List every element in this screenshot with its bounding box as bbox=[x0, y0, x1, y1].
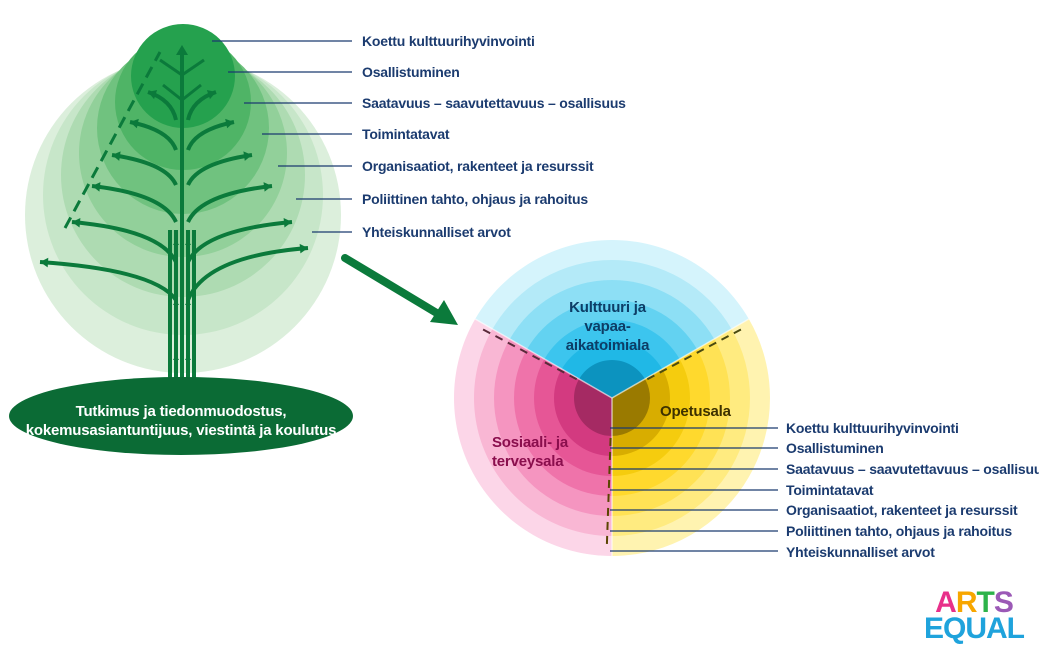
branch-arrowhead bbox=[72, 217, 81, 228]
circle-level-label: Organisaatiot, rakenteet ja resurssit bbox=[786, 502, 1018, 518]
tree-level-label: Osallistuminen bbox=[362, 64, 460, 80]
circle-level-label: Osallistuminen bbox=[786, 440, 884, 456]
branch-arrowhead bbox=[92, 182, 101, 192]
tree-level-label: Saatavuus – saavutettavuus – osallisuus bbox=[362, 95, 626, 111]
tree-branch bbox=[91, 184, 178, 223]
circle-level-label: Poliittinen tahto, ohjaus ja rahoitus bbox=[786, 523, 1012, 539]
logo-line-2: EQUAL bbox=[924, 612, 1025, 645]
branch-arrowhead bbox=[299, 243, 308, 254]
branch-arrowhead bbox=[148, 89, 158, 100]
tree-leader-lines bbox=[212, 40, 352, 233]
branch-arrowhead bbox=[225, 118, 234, 129]
sector-label-social: Sosiaali- ja terveysala bbox=[492, 434, 568, 470]
tree-branch bbox=[186, 220, 293, 263]
tree-level-label: Poliittinen tahto, ohjaus ja rahoitus bbox=[362, 191, 588, 207]
branch-arrowhead bbox=[185, 355, 191, 360]
circle-level-label: Koettu kulttuurihyvinvointi bbox=[786, 420, 959, 436]
branch-arrowhead bbox=[173, 355, 179, 360]
root-ellipse bbox=[9, 377, 353, 455]
sector-divider bbox=[611, 318, 750, 399]
tree-branch bbox=[39, 260, 178, 302]
branch-arrowhead bbox=[173, 240, 179, 245]
sector-dashed-arrow bbox=[605, 437, 612, 548]
tree-branch bbox=[186, 153, 253, 186]
connector-arrow bbox=[341, 254, 458, 325]
tree-twig bbox=[162, 83, 183, 102]
tree-level-label: Toimintatavat bbox=[362, 126, 450, 142]
branch-arrowhead bbox=[173, 300, 179, 305]
branch-arrowhead bbox=[40, 257, 49, 268]
tree-level-label: Koettu kulttuurihyvinvointi bbox=[362, 33, 535, 49]
tree-twig bbox=[181, 83, 202, 102]
roots-line: Tutkimus ja tiedonmuodostus, bbox=[75, 403, 287, 420]
sector-circle bbox=[453, 240, 770, 556]
tree-twig bbox=[181, 58, 205, 77]
branch-arrowhead bbox=[130, 118, 139, 129]
branch-arrowhead bbox=[243, 151, 252, 161]
branch-arrowhead bbox=[185, 300, 191, 305]
roots-line: kokemusasiantuntijuus, viestintä ja koul… bbox=[25, 422, 337, 439]
arts-equal-logo: ARTS EQUAL bbox=[918, 586, 1030, 645]
tree-branch bbox=[186, 184, 273, 223]
circle-level-label: Yhteiskunnalliset arvot bbox=[786, 544, 935, 560]
tree-branch bbox=[111, 153, 178, 186]
dashed-growth-arrow bbox=[63, 51, 162, 229]
logo-line-1: ARTS bbox=[935, 586, 1014, 619]
roots-text: Tutkimus ja tiedonmuodostus, kokemusasia… bbox=[10, 402, 352, 440]
tree-twig bbox=[159, 58, 183, 77]
circle-level-label: Saatavuus – saavutettavuus – osallisuus bbox=[786, 461, 1039, 477]
tree-branch bbox=[71, 220, 178, 263]
sector-dashed-arrow bbox=[479, 326, 578, 381]
sector-divider bbox=[474, 318, 613, 399]
branch-arrowhead bbox=[263, 182, 272, 192]
tree-level-label: Organisaatiot, rakenteet ja resurssit bbox=[362, 158, 594, 174]
sector-label-education: Opetusala bbox=[660, 403, 731, 420]
branch-arrowhead bbox=[112, 151, 121, 161]
tree-level-label: Yhteiskunnalliset arvot bbox=[362, 224, 511, 240]
branch-arrowhead bbox=[283, 217, 292, 228]
branch-arrowhead bbox=[206, 89, 216, 100]
branch-arrowhead bbox=[176, 45, 188, 55]
circle-leader-lines bbox=[610, 427, 778, 552]
sector-dashed-arrow bbox=[646, 326, 745, 381]
branch-arrowhead bbox=[185, 240, 191, 245]
circle-level-label: Toimintatavat bbox=[786, 482, 874, 498]
sector-label-culture: Kulttuuri ja vapaa- aikatoimiala bbox=[565, 299, 650, 354]
tree-branch bbox=[186, 246, 309, 301]
